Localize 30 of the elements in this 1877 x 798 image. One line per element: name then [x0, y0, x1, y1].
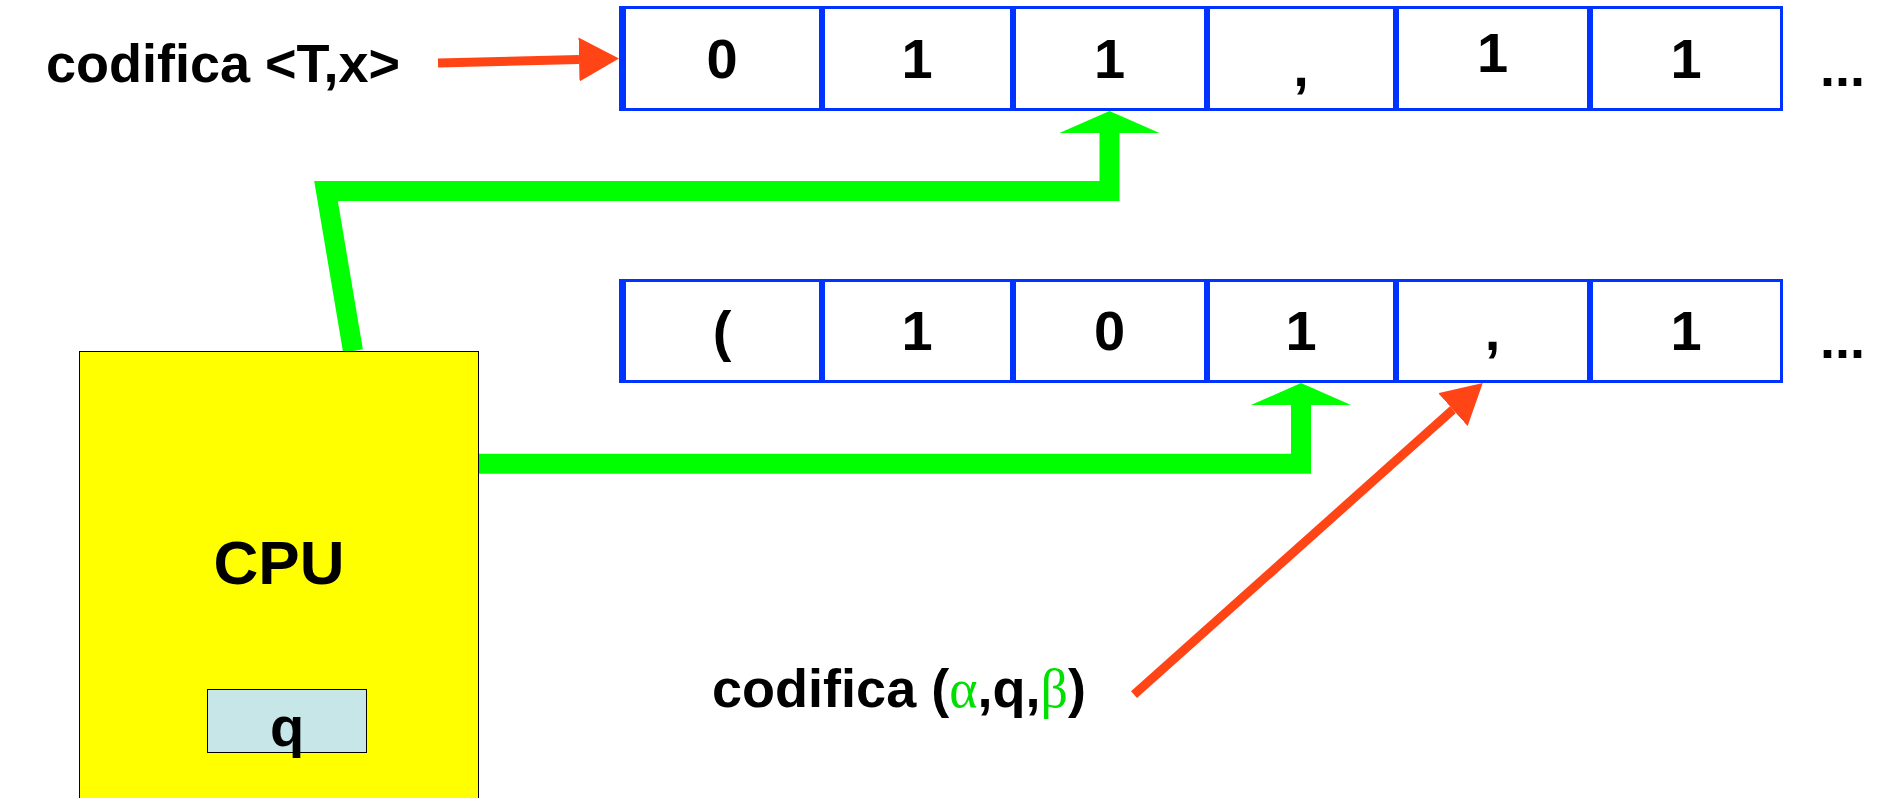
- cell-value: 0: [706, 30, 738, 87]
- cpu-label: CPU: [213, 532, 345, 594]
- cell-value: ,: [1293, 38, 1309, 95]
- cell-value: 1: [1285, 303, 1317, 359]
- tape-cell: [1012, 279, 1207, 383]
- cpu-box: [79, 351, 479, 798]
- ellipsis-text: ...: [1820, 40, 1865, 94]
- arrow: [1131, 383, 1483, 698]
- cell-value: 1: [1670, 303, 1702, 359]
- cell-value: 1: [901, 303, 933, 359]
- cell-value: 0: [1093, 303, 1126, 359]
- tape-cell: [1395, 6, 1590, 111]
- text-label: codifica <T,x>: [45, 36, 401, 90]
- tape-cell: [1589, 6, 1783, 111]
- ellipsis-text: ...: [1820, 312, 1865, 366]
- cell-value: ,: [1484, 303, 1501, 359]
- cell-value: 1: [1093, 30, 1126, 87]
- tape-cell: [821, 6, 1013, 111]
- tape-cell: [1206, 6, 1396, 111]
- cell-value: 1: [1476, 24, 1509, 81]
- arrow: [437, 37, 619, 82]
- tape-cell: [1012, 6, 1207, 111]
- arrow: [314, 111, 1160, 353]
- tape-cell: [821, 279, 1013, 383]
- tape-cell: [1395, 279, 1590, 383]
- cell-value: 1: [901, 30, 933, 87]
- arrow: [479, 383, 1351, 474]
- tape-cell: [1206, 279, 1396, 383]
- cell-value: 1: [1670, 30, 1702, 87]
- tape-cell: [1589, 279, 1783, 383]
